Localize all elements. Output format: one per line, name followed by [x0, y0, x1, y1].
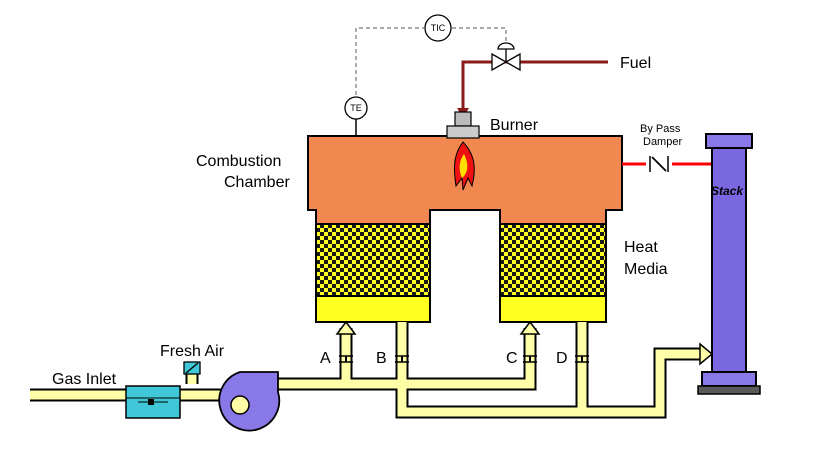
valve-d[interactable]	[575, 355, 589, 363]
tic-controller[interactable]: TIC	[424, 14, 452, 42]
stack	[697, 133, 761, 395]
valve-a-label: A	[320, 350, 331, 367]
fuel-line	[461, 60, 608, 112]
stack-label: Stack	[711, 184, 744, 198]
control-valve-icon[interactable]	[491, 42, 521, 72]
fuel-label: Fuel	[620, 55, 651, 72]
control-signal-line	[355, 27, 424, 102]
heat-media-bed-left	[315, 223, 431, 323]
valve-a[interactable]	[339, 355, 353, 363]
gas-inlet-valve[interactable]	[125, 385, 181, 419]
heat-media-label-line1: Heat	[624, 239, 658, 256]
valve-b[interactable]	[395, 355, 409, 363]
gas-piping	[30, 322, 700, 419]
bypass-label-line1: By Pass	[640, 123, 681, 135]
valve-b-label: B	[376, 350, 387, 367]
bypass-label-line2: Damper	[643, 136, 682, 148]
fresh-air-label: Fresh Air	[160, 343, 225, 360]
burner[interactable]	[446, 111, 480, 139]
valve-c-label: C	[506, 350, 518, 367]
combustion-label-line1: Combustion	[196, 153, 281, 170]
te-sensor[interactable]: TE	[344, 96, 368, 136]
heat-media-label-line2: Media	[624, 261, 668, 278]
te-label: TE	[350, 103, 362, 113]
burner-label: Burner	[490, 117, 539, 134]
heat-media-bed-right	[499, 223, 607, 323]
flow-arrow-icon	[335, 320, 714, 366]
damper-valve-icon[interactable]	[646, 156, 672, 172]
gas-inlet-label: Gas Inlet	[52, 371, 117, 388]
valve-c[interactable]	[523, 355, 537, 363]
fresh-air-damper-icon[interactable]	[183, 361, 201, 375]
flame-icon	[453, 141, 475, 191]
combustion-label-line2: Chamber	[224, 174, 290, 191]
valve-d-label: D	[556, 350, 568, 367]
tic-label: TIC	[431, 23, 446, 33]
control-signal-line	[452, 27, 507, 44]
blower-fan-icon[interactable]	[218, 371, 281, 432]
